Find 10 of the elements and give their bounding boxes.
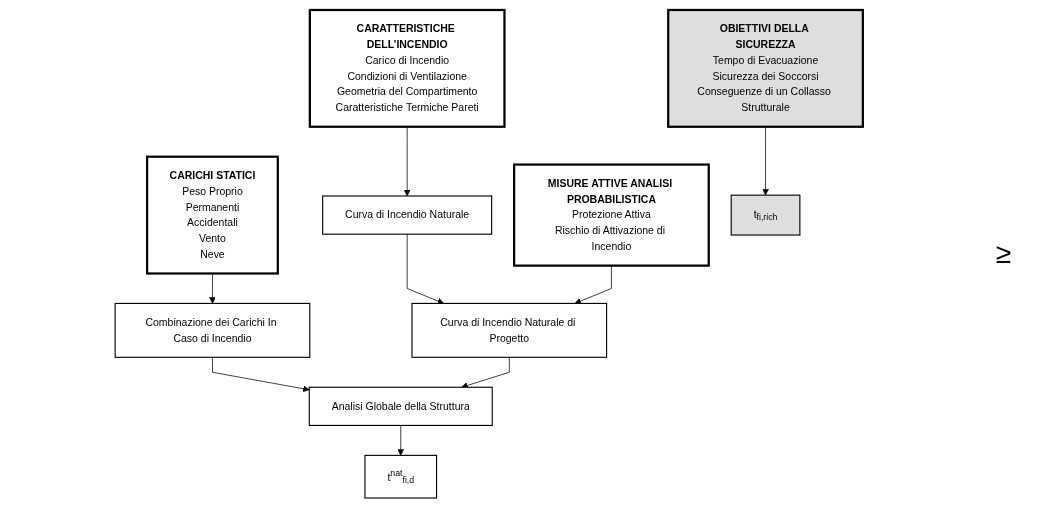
node-box: Analisi Globale della Struttura bbox=[308, 386, 493, 426]
node-box: Curva di Incendio Naturale bbox=[321, 194, 492, 235]
node-box: CARICHI STATICI Peso Proprio Permanenti Accidentali Vento Neve bbox=[145, 155, 279, 275]
node-box: MISURE ATTIVE ANALISI PROBABILISTICA Protezione Attiva Rischio di Attivazione di Incendio bbox=[512, 162, 710, 267]
node-box: CARATTERISTICHE DELL’INCENDIO Carico di Incendio Condizioni di Ventilazione Geometria del Compartimento Caratteristiche Termiche Pareti bbox=[308, 8, 506, 128]
node-box: Combinazione dei Carichi In Caso di Incendio bbox=[114, 302, 310, 358]
node-box: OBIETTIVI DELLA SICUREZZA Tempo di Evacuazione Sicurezza dei Soccorsi Conseguenze di un Collasso Strutturale bbox=[666, 8, 864, 128]
node-box: Curva di Incendio Naturale di Progetto bbox=[410, 302, 607, 358]
inequality-sign: ≥ bbox=[995, 237, 1012, 270]
node-box: t$_{fi,rich}$ bbox=[730, 194, 800, 236]
